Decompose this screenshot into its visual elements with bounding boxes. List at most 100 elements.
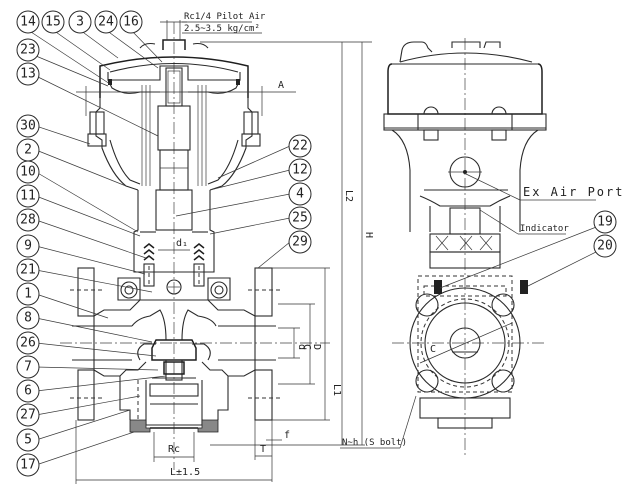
dim-A: A xyxy=(76,80,296,116)
pilot-note: Rc1/4 Pilot Air 2.5~3.5 kg/cm² xyxy=(160,12,266,40)
stud-19 xyxy=(434,280,442,294)
bolt-hole-br xyxy=(491,369,515,393)
svg-text:25: 25 xyxy=(292,211,308,226)
svg-text:10: 10 xyxy=(20,165,36,180)
callout-28: 28 xyxy=(16,208,40,232)
raised-face xyxy=(424,302,506,384)
flange-left-top xyxy=(77,267,95,317)
dim-bottom: Rc T f L±1.5 xyxy=(75,420,290,484)
callout-1: 1 xyxy=(16,282,40,306)
callout-15: 15 xyxy=(41,10,65,34)
dim-vertical: L2 H L1 d C D xyxy=(200,41,374,446)
callout-25: 25 xyxy=(288,206,312,230)
side-annotations: Ex Air Port Indicator N~h (S bolt) 19 20 xyxy=(340,173,624,449)
indicator-label: Indicator xyxy=(520,224,569,234)
seal-left xyxy=(108,79,112,85)
callout-19: 19 xyxy=(593,210,617,234)
pilot-pressure-label: 2.5~3.5 kg/cm² xyxy=(184,24,260,34)
seal-hatched-right xyxy=(197,419,219,433)
packing-left xyxy=(143,243,155,287)
gland-bolt-left xyxy=(120,281,138,299)
side-flange: C xyxy=(409,275,528,429)
callout-14: 14 xyxy=(16,10,40,34)
callout-24: 24 xyxy=(94,10,118,34)
ex-air-port-label: Ex Air Port xyxy=(523,185,624,199)
flange-right-top xyxy=(254,267,273,317)
svg-text:30: 30 xyxy=(20,119,36,134)
callout-17: 17 xyxy=(16,453,40,477)
callout-21: 21 xyxy=(16,258,40,282)
svg-text:15: 15 xyxy=(45,15,61,30)
bolt-hole-tl xyxy=(415,293,439,317)
callout-22: 22 xyxy=(288,134,312,158)
svg-text:9: 9 xyxy=(24,239,32,254)
packing-right xyxy=(193,243,205,287)
valve-disc xyxy=(151,339,197,361)
svg-text:17: 17 xyxy=(20,458,36,473)
dim-C-label: C xyxy=(301,344,312,350)
side-yoke xyxy=(391,129,539,269)
callout-11: 11 xyxy=(16,184,40,208)
side-actuator xyxy=(383,41,547,141)
callout-30: 30 xyxy=(16,114,40,138)
svg-text:3: 3 xyxy=(76,15,84,30)
svg-text:1: 1 xyxy=(24,287,32,302)
dim-f-label: f xyxy=(284,430,290,441)
svg-text:26: 26 xyxy=(20,336,36,351)
svg-text:23: 23 xyxy=(20,43,36,58)
svg-text:5: 5 xyxy=(24,433,32,448)
callout-10: 10 xyxy=(16,160,40,184)
svg-text:29: 29 xyxy=(292,235,308,250)
callout-23: 23 xyxy=(16,38,40,62)
valve-body xyxy=(70,267,280,433)
callout-8: 8 xyxy=(16,306,40,330)
dim-L-label: L±1.5 xyxy=(170,467,200,478)
svg-text:16: 16 xyxy=(123,15,139,30)
svg-text:28: 28 xyxy=(20,213,36,228)
svg-text:4: 4 xyxy=(296,187,304,202)
callout-13: 13 xyxy=(16,62,40,86)
dim-L2-label: L2 xyxy=(343,190,354,202)
dim-A-label: A xyxy=(278,80,284,91)
callout-2: 2 xyxy=(16,138,40,162)
callout-20: 20 xyxy=(593,234,617,258)
callout-4: 4 xyxy=(288,182,312,206)
svg-text:21: 21 xyxy=(20,263,36,278)
flange-right-bottom xyxy=(254,369,273,421)
dim-D-label: D xyxy=(311,344,322,350)
dim-C-side-label: C xyxy=(430,344,436,355)
dim-Rc-label: Rc xyxy=(168,444,180,455)
dim-d-label: d xyxy=(296,344,307,350)
stem xyxy=(155,105,193,231)
bore xyxy=(449,327,481,359)
leader-lines xyxy=(27,29,291,466)
nut-20 xyxy=(520,280,528,294)
callout-27: 27 xyxy=(16,403,40,427)
svg-text:12: 12 xyxy=(292,163,308,178)
callouts-right: 22 12 4 25 29 xyxy=(288,134,312,254)
bolts-label: N~h (S bolt) xyxy=(342,438,407,448)
svg-text:22: 22 xyxy=(292,139,308,154)
callout-9: 9 xyxy=(16,234,40,258)
dim-L1-label: L1 xyxy=(331,384,342,396)
yoke-bolt-left xyxy=(89,111,105,135)
callout-29: 29 xyxy=(288,230,312,254)
dim-H-label: H xyxy=(363,232,374,238)
callout-5: 5 xyxy=(16,428,40,452)
svg-text:6: 6 xyxy=(24,384,32,399)
svg-text:7: 7 xyxy=(24,360,32,375)
section-view: d₁ xyxy=(16,10,374,484)
seal-hatched-left xyxy=(129,419,151,433)
seal-right xyxy=(236,79,240,85)
bolt-circle xyxy=(420,298,510,388)
svg-text:20: 20 xyxy=(597,239,613,254)
svg-text:13: 13 xyxy=(20,67,36,82)
svg-text:11: 11 xyxy=(20,189,36,204)
svg-text:14: 14 xyxy=(20,15,36,30)
bolt-hole-bl xyxy=(415,369,439,393)
yoke-bolt-right xyxy=(243,111,259,135)
stem-pin xyxy=(166,279,182,295)
callout-3: 3 xyxy=(68,10,92,34)
callouts-left: 14 15 3 24 16 23 13 30 2 10 11 28 9 21 1… xyxy=(16,10,143,477)
